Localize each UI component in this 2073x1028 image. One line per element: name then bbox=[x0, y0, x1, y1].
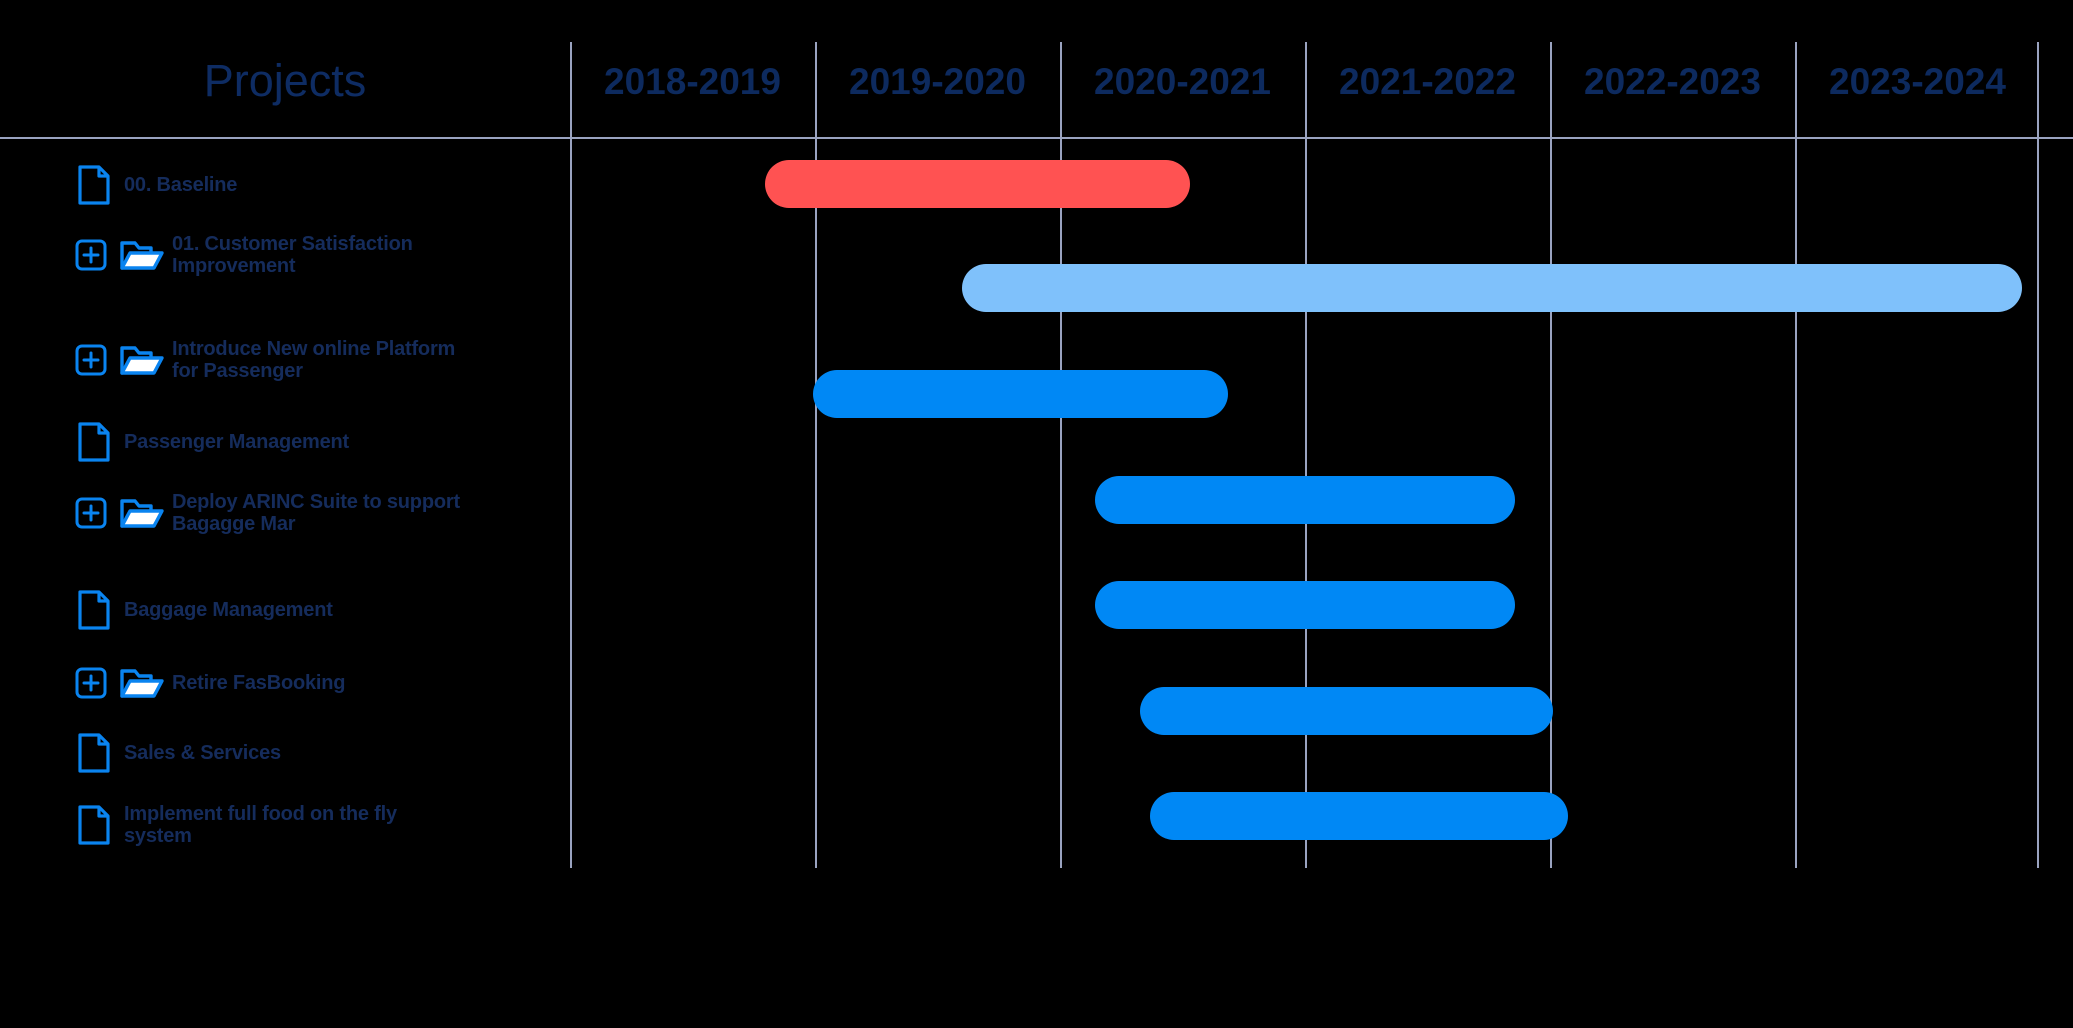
gridline-vertical-4 bbox=[1550, 42, 1552, 868]
task-label: 01. Customer Satisfaction Improvement bbox=[172, 232, 413, 277]
task-label: Implement full food on the fly system bbox=[124, 802, 397, 847]
bar-customer-satisfaction-improvement[interactable] bbox=[962, 264, 2022, 312]
task-label: 00. Baseline bbox=[124, 173, 238, 196]
bar-implement-full-food-on-the-fly[interactable] bbox=[1150, 792, 1568, 840]
task-row[interactable]: Retire FasBooking bbox=[0, 648, 570, 718]
task-row[interactable]: Implement full food on the fly system bbox=[0, 790, 570, 860]
bar-introduce-new-online-platform[interactable] bbox=[813, 370, 1228, 418]
task-row[interactable]: Passenger Management bbox=[0, 407, 570, 477]
expand-plus-icon[interactable] bbox=[74, 496, 108, 530]
task-label: Sales & Services bbox=[124, 741, 281, 764]
folder-open-icon bbox=[120, 494, 164, 532]
task-label: Passenger Management bbox=[124, 430, 349, 453]
task-label: Introduce New online Platform for Passen… bbox=[172, 337, 456, 382]
folder-open-icon bbox=[120, 341, 164, 379]
bar-retire-fasbooking[interactable] bbox=[1140, 687, 1553, 735]
folder-open-icon bbox=[120, 664, 164, 702]
task-label: Deploy ARINC Suite to support Bagagge Ma… bbox=[172, 490, 460, 535]
year-header-2019-2020: 2019-2020 bbox=[849, 61, 1026, 102]
year-header-2018-2019: 2018-2019 bbox=[604, 61, 781, 102]
task-row[interactable]: Sales & Services bbox=[0, 718, 570, 788]
gridline-vertical-5 bbox=[1795, 42, 1797, 868]
document-icon bbox=[74, 422, 114, 462]
bar-baseline[interactable] bbox=[765, 160, 1190, 208]
year-header-2023-2024: 2023-2024 bbox=[1829, 61, 2006, 102]
year-header-2022-2023: 2022-2023 bbox=[1584, 61, 1761, 102]
gridline-vertical-2 bbox=[1060, 42, 1062, 868]
gridline-vertical-0 bbox=[570, 42, 572, 868]
year-header-2021-2022: 2021-2022 bbox=[1339, 61, 1516, 102]
page-title: Projects bbox=[203, 55, 367, 106]
document-icon bbox=[74, 805, 114, 845]
task-label: Baggage Management bbox=[124, 598, 333, 621]
task-row[interactable]: Baggage Management bbox=[0, 575, 570, 645]
document-icon bbox=[74, 165, 114, 205]
task-label: Retire FasBooking bbox=[172, 671, 346, 694]
task-row[interactable]: 01. Customer Satisfaction Improvement bbox=[0, 220, 570, 290]
folder-open-icon bbox=[120, 236, 164, 274]
gridline-vertical-1 bbox=[815, 42, 817, 868]
header-divider-rule bbox=[0, 137, 2073, 139]
task-row[interactable]: 00. Baseline bbox=[0, 150, 570, 220]
task-row[interactable]: Introduce New online Platform for Passen… bbox=[0, 325, 570, 395]
gridline-vertical-3 bbox=[1305, 42, 1307, 868]
document-icon bbox=[74, 733, 114, 773]
expand-plus-icon[interactable] bbox=[74, 343, 108, 377]
expand-plus-icon[interactable] bbox=[74, 238, 108, 272]
task-row[interactable]: Deploy ARINC Suite to support Bagagge Ma… bbox=[0, 478, 570, 548]
bar-deploy-arinc-suite[interactable] bbox=[1095, 476, 1515, 524]
document-icon bbox=[74, 590, 114, 630]
gridline-vertical-6 bbox=[2037, 42, 2039, 868]
bar-baggage-management[interactable] bbox=[1095, 581, 1515, 629]
expand-plus-icon[interactable] bbox=[74, 666, 108, 700]
year-header-2020-2021: 2020-2021 bbox=[1094, 61, 1271, 102]
